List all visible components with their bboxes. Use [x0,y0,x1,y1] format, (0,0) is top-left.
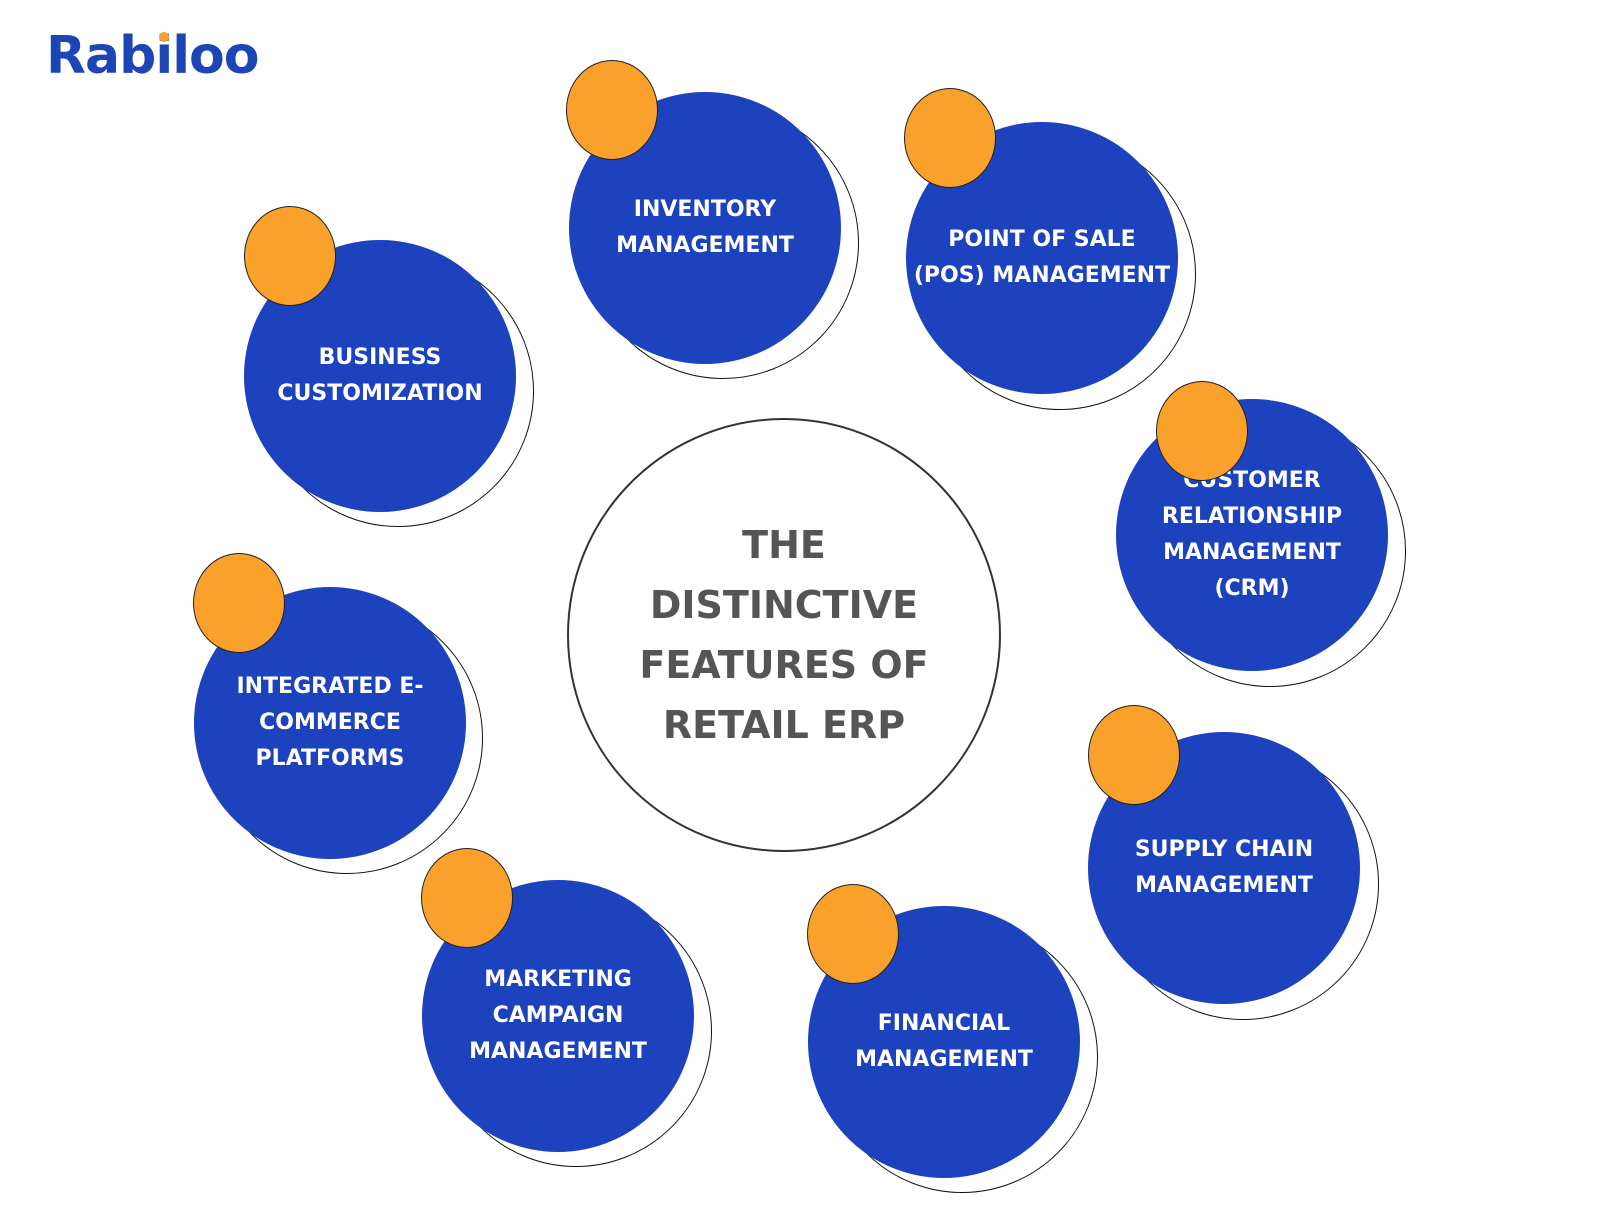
orange-accent-dot [421,848,513,948]
orange-accent-dot [1088,705,1180,805]
logo-text-end: loo [172,26,259,86]
orange-accent-dot [1156,381,1248,481]
feature-label: BUSINESS CUSTOMIZATION [277,345,483,406]
orange-accent-dot [807,884,899,984]
feature-label: CUSTOMER RELATIONSHIP MANAGEMENT (CRM) [1161,468,1343,601]
orange-accent-dot [193,553,285,653]
feature-label: FINANCIAL MANAGEMENT [855,1011,1033,1072]
feature-label: MARKETING CAMPAIGN MANAGEMENT [469,967,647,1064]
center-title: THE DISTINCTIVE FEATURES OF RETAIL ERP [639,523,929,747]
feature-disc: BUSINESS CUSTOMIZATION [244,240,516,512]
center-circle: THE DISTINCTIVE FEATURES OF RETAIL ERP [567,418,1001,852]
feature-disc: POINT OF SALE (POS) MANAGEMENT [906,122,1178,394]
logo-letter-i: i [155,26,173,86]
feature-label: INTEGRATED E-COMMERCE PLATFORMS [236,674,424,771]
orange-accent-dot [566,60,658,160]
logo-text-start: Rab [46,26,156,86]
feature-label: POINT OF SALE (POS) MANAGEMENT [913,227,1171,288]
orange-accent-dot [244,206,336,306]
feature-label: INVENTORY MANAGEMENT [616,197,794,258]
logo-dot [158,32,169,42]
orange-accent-dot [904,88,996,188]
feature-label: SUPPLY CHAIN MANAGEMENT [1134,837,1314,898]
